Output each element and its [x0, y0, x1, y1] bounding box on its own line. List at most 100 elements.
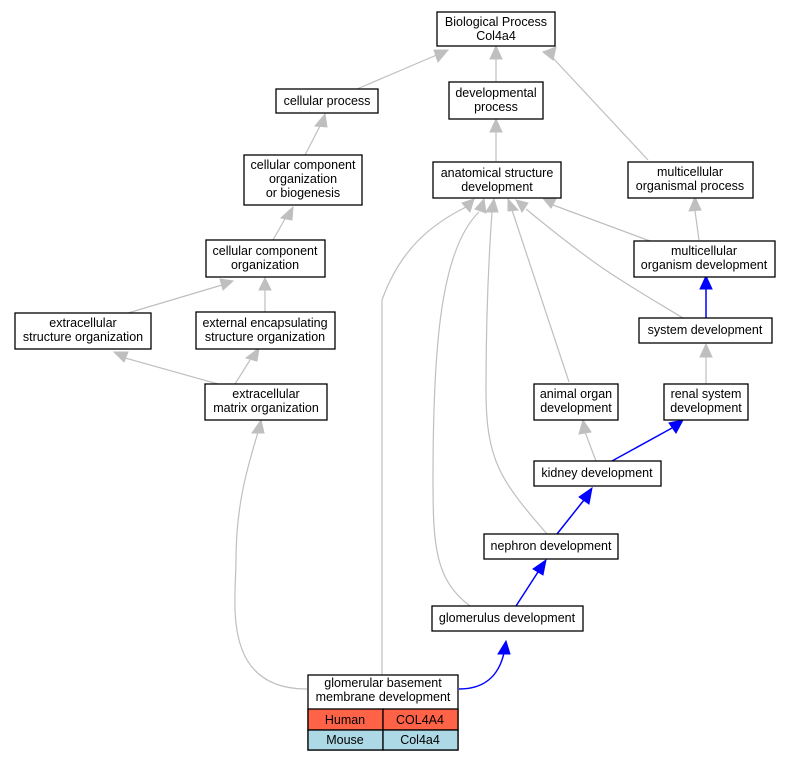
edge-kidney-to-rsd: [611, 427, 673, 462]
node-developmental-process-line-2: process: [474, 100, 518, 114]
arrow-asd-from-sysdev: [515, 199, 529, 213]
edge-glom-to-asd: [432, 211, 480, 607]
node-eso[interactable]: extracellular structure organization: [14, 312, 152, 350]
edge-eso-to-cco: [127, 284, 223, 314]
node-eso-line-1: extracellular: [49, 316, 116, 330]
arrow-mod: [699, 274, 713, 290]
arrow-eeso: [244, 346, 260, 362]
edge-emo-to-eso: [124, 357, 219, 385]
edge-ccob-to-cellular-process: [304, 125, 321, 156]
mouse-gene-label: Col4a4: [400, 733, 440, 747]
mouse-species-label: Mouse: [326, 733, 364, 747]
node-eso-line-2: structure organization: [23, 330, 143, 344]
arrow-nephron: [532, 558, 547, 576]
node-renal-system-development[interactable]: renal system development: [663, 383, 749, 421]
node-aod-line-2: development: [540, 401, 612, 415]
node-cco-line-1: cellular component: [213, 244, 318, 258]
node-ccob-line-1: cellular component: [251, 158, 356, 172]
edges: [112, 44, 713, 690]
edge-sysdev-to-asd: [525, 208, 684, 319]
node-animal-organ-development[interactable]: animal organ development: [533, 383, 619, 421]
edge-glom-to-nephron: [515, 571, 539, 607]
edge-mod-to-mop: [694, 210, 700, 241]
arrow-glom: [497, 639, 511, 655]
edge-aod-to-asd: [511, 209, 570, 383]
edge-emo-to-eeso: [234, 359, 251, 385]
node-glomerulus-development-label: glomerulus development: [439, 611, 576, 625]
edge-nephron-to-asd: [485, 211, 548, 535]
node-ccob-line-3: or biogenesis: [266, 186, 340, 200]
node-mod-line-1: multicellular: [671, 244, 737, 258]
node-developmental-process[interactable]: developmental process: [448, 81, 544, 120]
node-rsd-line-1: renal system: [671, 387, 742, 401]
node-mod[interactable]: multicellular organism development: [633, 240, 776, 278]
arrow-root-right: [542, 46, 557, 61]
edge-gbm-to-glom: [458, 652, 505, 690]
human-species-label: Human: [325, 713, 365, 727]
node-nephron-development-label: nephron development: [491, 539, 612, 553]
node-gbm-line-1: glomerular basement: [324, 676, 442, 690]
arrow-mop: [688, 195, 702, 212]
arrow-developmental-process: [489, 117, 503, 133]
node-glomerulus-development[interactable]: glomerulus development: [431, 605, 584, 632]
human-gene-label: COL4A4: [396, 713, 444, 727]
edge-gbm-to-emo: [234, 431, 308, 690]
node-cco-line-2: organization: [231, 258, 299, 272]
node-root-line-2: Col4a4: [476, 29, 516, 43]
arrow-asd-from-glom: [474, 197, 487, 214]
arrow-kidney: [578, 486, 593, 505]
edge-mod-to-asd: [552, 204, 651, 242]
node-mod-line-2: organism development: [641, 258, 768, 272]
node-asd[interactable]: anatomical structure development: [432, 161, 562, 199]
node-nephron-development[interactable]: nephron development: [483, 533, 619, 560]
node-cellular-process[interactable]: cellular process: [275, 88, 379, 114]
node-gbm-development[interactable]: glomerular basement membrane development…: [307, 674, 459, 751]
node-mop-line-2: organismal process: [636, 179, 744, 193]
node-emo-line-2: matrix organization: [213, 401, 319, 415]
arrow-emo: [251, 418, 265, 434]
node-developmental-process-line-1: developmental: [455, 86, 536, 100]
arrow-eso: [112, 351, 129, 363]
node-kidney-development[interactable]: kidney development: [533, 460, 662, 487]
node-cellular-process-label: cellular process: [284, 94, 371, 108]
arrow-aod: [578, 418, 592, 435]
arrow-ccob: [279, 205, 294, 221]
edge-nephron-to-kidney: [556, 499, 585, 535]
arrow-cco-from-eso: [219, 278, 235, 291]
arrow-asd-from-nephron: [485, 197, 499, 213]
node-system-development-label: system development: [648, 323, 763, 337]
edge-gbm-to-asd: [381, 206, 467, 675]
node-system-development[interactable]: system development: [638, 317, 773, 344]
mouse-gene-cell: [382, 729, 459, 751]
arrow-cellular-process: [314, 112, 328, 128]
edge-cellular-process-to-root: [356, 53, 440, 90]
arrow-cco-from-eeso: [258, 276, 272, 291]
node-kidney-development-label: kidney development: [541, 466, 653, 480]
arrow-root-middle: [489, 44, 503, 60]
node-eeso[interactable]: external encapsulating structure organiz…: [195, 311, 336, 350]
node-eeso-line-2: structure organization: [205, 330, 325, 344]
node-gbm-line-2: membrane development: [316, 690, 451, 704]
edge-mop-to-root: [552, 57, 649, 161]
node-emo[interactable]: extracellular matrix organization: [204, 383, 328, 421]
node-ccob[interactable]: cellular component organization or bioge…: [243, 154, 363, 206]
node-rsd-line-2: development: [670, 401, 742, 415]
arrow-sysdev: [699, 342, 713, 358]
edge-kidney-to-aod: [584, 431, 597, 462]
node-eeso-line-1: external encapsulating: [202, 316, 327, 330]
arrow-root-left: [433, 49, 450, 64]
node-aod-line-1: animal organ: [540, 387, 612, 401]
arrow-asd-from-aod: [507, 197, 520, 212]
node-emo-line-1: extracellular: [232, 387, 299, 401]
node-root[interactable]: Biological Process Col4a4: [436, 11, 556, 47]
edge-cco-to-ccob: [272, 216, 287, 241]
node-asd-line-2: development: [461, 180, 533, 194]
node-mop[interactable]: multicellular organismal process: [627, 161, 754, 199]
node-asd-line-1: anatomical structure: [441, 166, 554, 180]
node-cco[interactable]: cellular component organization: [205, 239, 326, 278]
node-ccob-line-2: organization: [269, 172, 337, 186]
arrow-asd-from-gbm: [461, 198, 475, 213]
node-root-line-1: Biological Process: [445, 15, 547, 29]
gene-table: Human COL4A4 Mouse Col4a4: [307, 708, 459, 751]
